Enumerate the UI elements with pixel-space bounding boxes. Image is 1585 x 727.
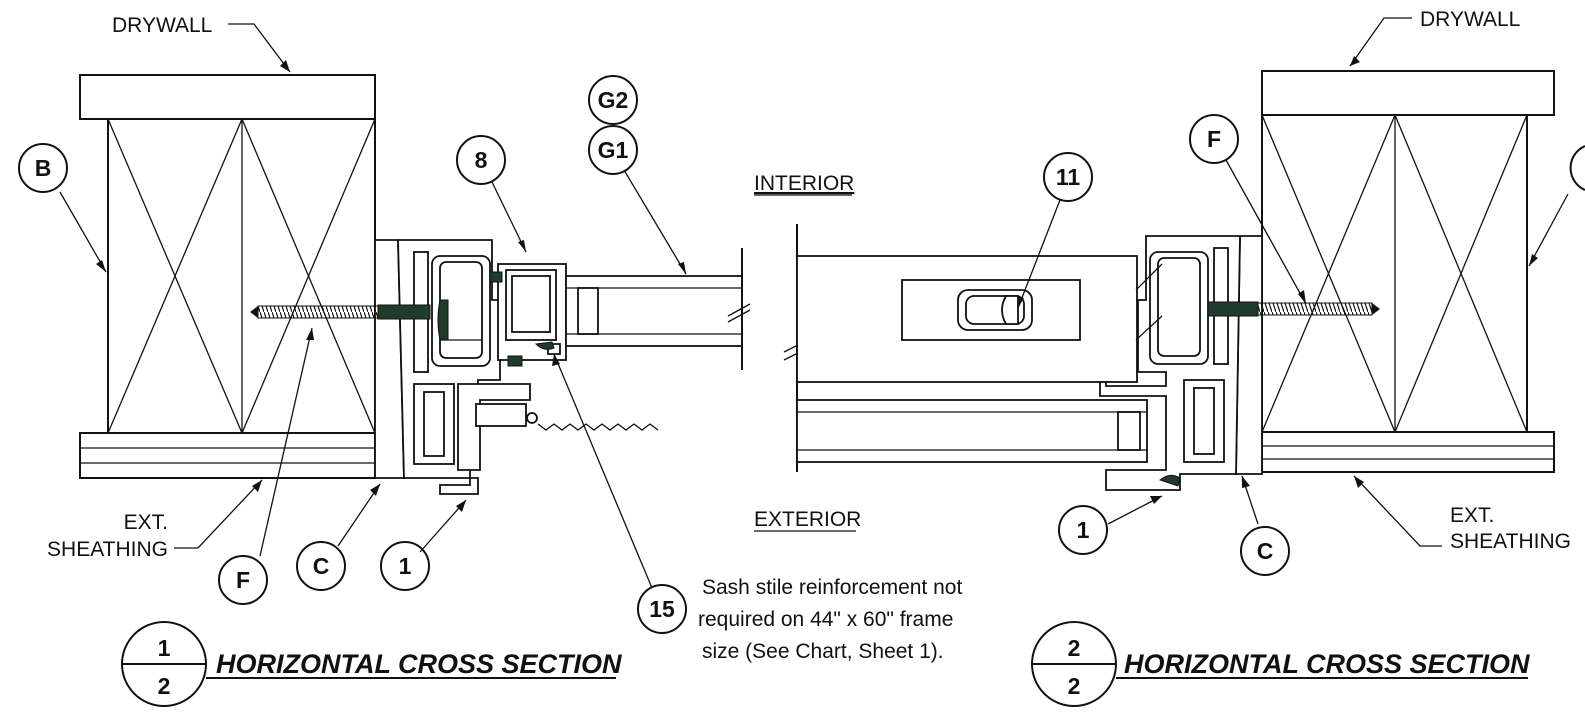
svg-text:1: 1 (399, 553, 412, 579)
interior-label: INTERIOR (754, 172, 854, 195)
left-detail (79, 74, 751, 495)
section-2-sheet: 2 (1068, 673, 1081, 699)
callout-15: 15 (637, 584, 687, 634)
section-1-title: HORIZONTAL CROSS SECTION (216, 649, 622, 679)
note-line-1: Sash stile reinforcement not (702, 576, 962, 599)
svg-text:15: 15 (649, 596, 675, 622)
callout-c-left: C (296, 541, 346, 591)
weatherstrip-left (537, 423, 659, 431)
drywall-left-board (79, 74, 376, 120)
section-2-number: 2 (1068, 635, 1081, 661)
section-title-2: 2 2 HORIZONTAL CROSS SECTION (1031, 621, 1530, 707)
callout-g2: G2 (588, 75, 638, 125)
callout-c-right: C (1240, 526, 1290, 576)
drywall-right-board (1261, 70, 1555, 116)
svg-text:G1: G1 (598, 137, 629, 163)
ext-sheathing-left-line1: EXT. (124, 511, 168, 534)
callout-b: B (18, 143, 68, 193)
callout-partial-right-edge (1569, 145, 1585, 191)
glass-unit-left (565, 248, 751, 370)
svg-text:11: 11 (1056, 164, 1081, 190)
callout-8: 8 (456, 135, 506, 185)
callout-g1: G1 (588, 125, 638, 175)
svg-text:B: B (35, 155, 52, 181)
screw-right (1207, 301, 1380, 317)
callout-f-right: F (1189, 114, 1239, 164)
exterior-label: EXTERIOR (754, 508, 861, 531)
ext-sheathing-right-line2: SHEATHING (1450, 530, 1571, 553)
sash-left (489, 263, 567, 367)
svg-text:F: F (236, 567, 250, 593)
section-1-sheet: 2 (158, 673, 171, 699)
svg-text:F: F (1207, 126, 1221, 152)
svg-text:C: C (1257, 538, 1274, 564)
callout-1-left: 1 (380, 541, 430, 591)
note-line-3: size (See Chart, Sheet 1). (702, 640, 944, 663)
section-2-title: HORIZONTAL CROSS SECTION (1124, 649, 1530, 679)
leader-lines (59, 17, 1569, 589)
callout-f-left: F (218, 555, 268, 605)
drywall-left-label: DRYWALL (112, 14, 212, 37)
note-line-2: required on 44" x 60" frame (698, 608, 953, 631)
sheathing-right-board (1261, 431, 1555, 473)
sheathing-left-board (79, 432, 376, 479)
svg-text:1: 1 (1077, 517, 1090, 543)
section-title-1: 1 2 HORIZONTAL CROSS SECTION (121, 621, 622, 707)
svg-text:G2: G2 (598, 87, 629, 113)
callout-11: 11 (1043, 152, 1093, 202)
screw-left (250, 304, 431, 320)
svg-text:8: 8 (475, 147, 488, 173)
ext-sheathing-left-line2: SHEATHING (47, 538, 168, 561)
right-detail (783, 70, 1555, 491)
drywall-right-label: DRYWALL (1420, 8, 1520, 31)
svg-text:C: C (313, 553, 330, 579)
section-1-number: 1 (158, 635, 171, 661)
ext-sheathing-right-line1: EXT. (1450, 504, 1494, 527)
sash-right (783, 224, 1163, 472)
callout-1-right: 1 (1058, 505, 1108, 555)
